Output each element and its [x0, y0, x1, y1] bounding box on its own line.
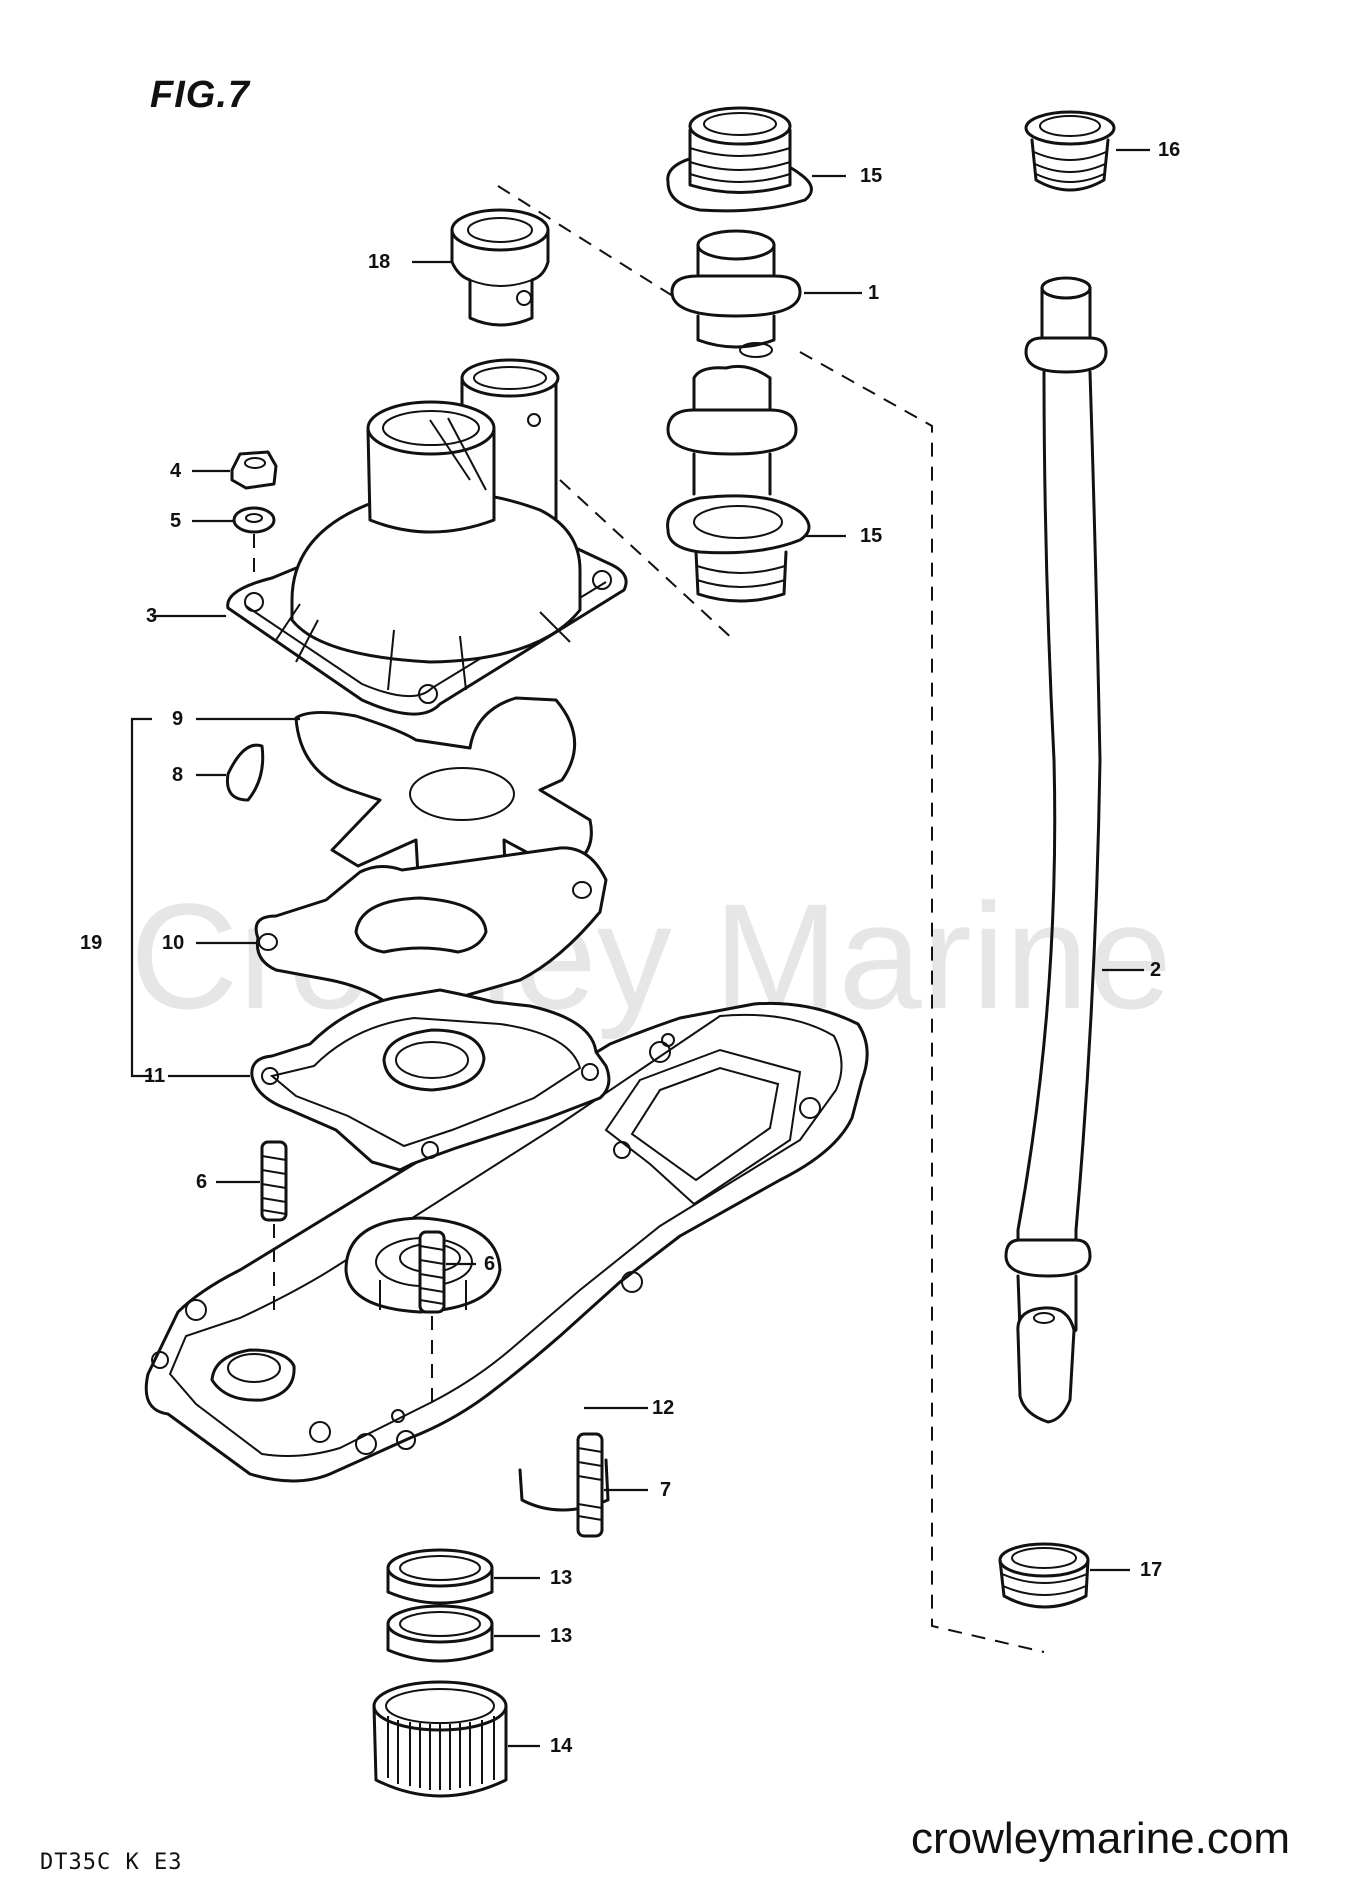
part-1-grommet — [670, 229, 862, 358]
website-link[interactable]: crowleymarine.com — [911, 1814, 1290, 1863]
kit-bracket-19 — [130, 717, 152, 1078]
callout-8: 8 — [172, 764, 184, 786]
part-17-plug — [998, 1542, 1130, 1609]
part-5-washer — [192, 506, 276, 590]
lower-grommet — [666, 364, 798, 496]
part-18-bushing — [412, 208, 550, 327]
part-16-plug — [1024, 110, 1150, 192]
callout-16: 16 — [1158, 139, 1181, 161]
callout-9: 9 — [172, 708, 184, 730]
callout-4: 4 — [170, 460, 182, 482]
callout-12: 12 — [652, 1397, 675, 1419]
callout-19: 19 — [80, 932, 103, 954]
callout-3: 3 — [146, 605, 158, 627]
callout-6-center: 6 — [484, 1253, 496, 1275]
callout-7: 7 — [660, 1479, 672, 1501]
callout-13-upper: 13 — [550, 1567, 573, 1589]
callout-5: 5 — [170, 510, 182, 532]
callout-2: 2 — [1150, 959, 1162, 981]
callout-15-bottom: 15 — [860, 525, 883, 547]
part-15-cap-top — [666, 106, 846, 213]
figure-label: FIG.7 — [150, 74, 251, 116]
callout-18: 18 — [368, 251, 391, 273]
callout-10: 10 — [162, 932, 185, 954]
callout-17: 17 — [1140, 1559, 1163, 1581]
part-7-stud — [576, 1432, 648, 1538]
callout-6-left: 6 — [196, 1171, 208, 1193]
assembly-line-c — [559, 479, 737, 643]
part-11-gasket — [168, 988, 611, 1172]
part-15-cap-bottom — [666, 494, 846, 603]
assembly-line-a — [497, 185, 677, 299]
part-6-stud-left — [216, 1140, 288, 1310]
part-6-stud-center — [418, 1230, 476, 1408]
part-2-water-tube — [1004, 276, 1144, 1424]
part-10-wear-plate — [196, 846, 608, 1024]
part-3-pump-housing — [152, 358, 628, 716]
assembly-line-b — [799, 351, 1045, 1653]
callout-11: 11 — [144, 1065, 166, 1087]
part-9-impeller — [196, 696, 593, 912]
part-14-bearing — [372, 1680, 540, 1798]
part-8-key — [196, 743, 265, 802]
part-12-plate — [144, 1001, 869, 1512]
part-4-nut — [192, 450, 278, 490]
part-13-seal-lower — [386, 1604, 540, 1663]
callout-13-lower: 13 — [550, 1625, 573, 1647]
callout-14: 14 — [550, 1735, 573, 1757]
part-13-seal-upper — [386, 1548, 540, 1605]
callout-1: 1 — [868, 282, 880, 304]
model-code: DT35C K E3 — [40, 1850, 183, 1875]
callout-15-top: 15 — [860, 165, 883, 187]
